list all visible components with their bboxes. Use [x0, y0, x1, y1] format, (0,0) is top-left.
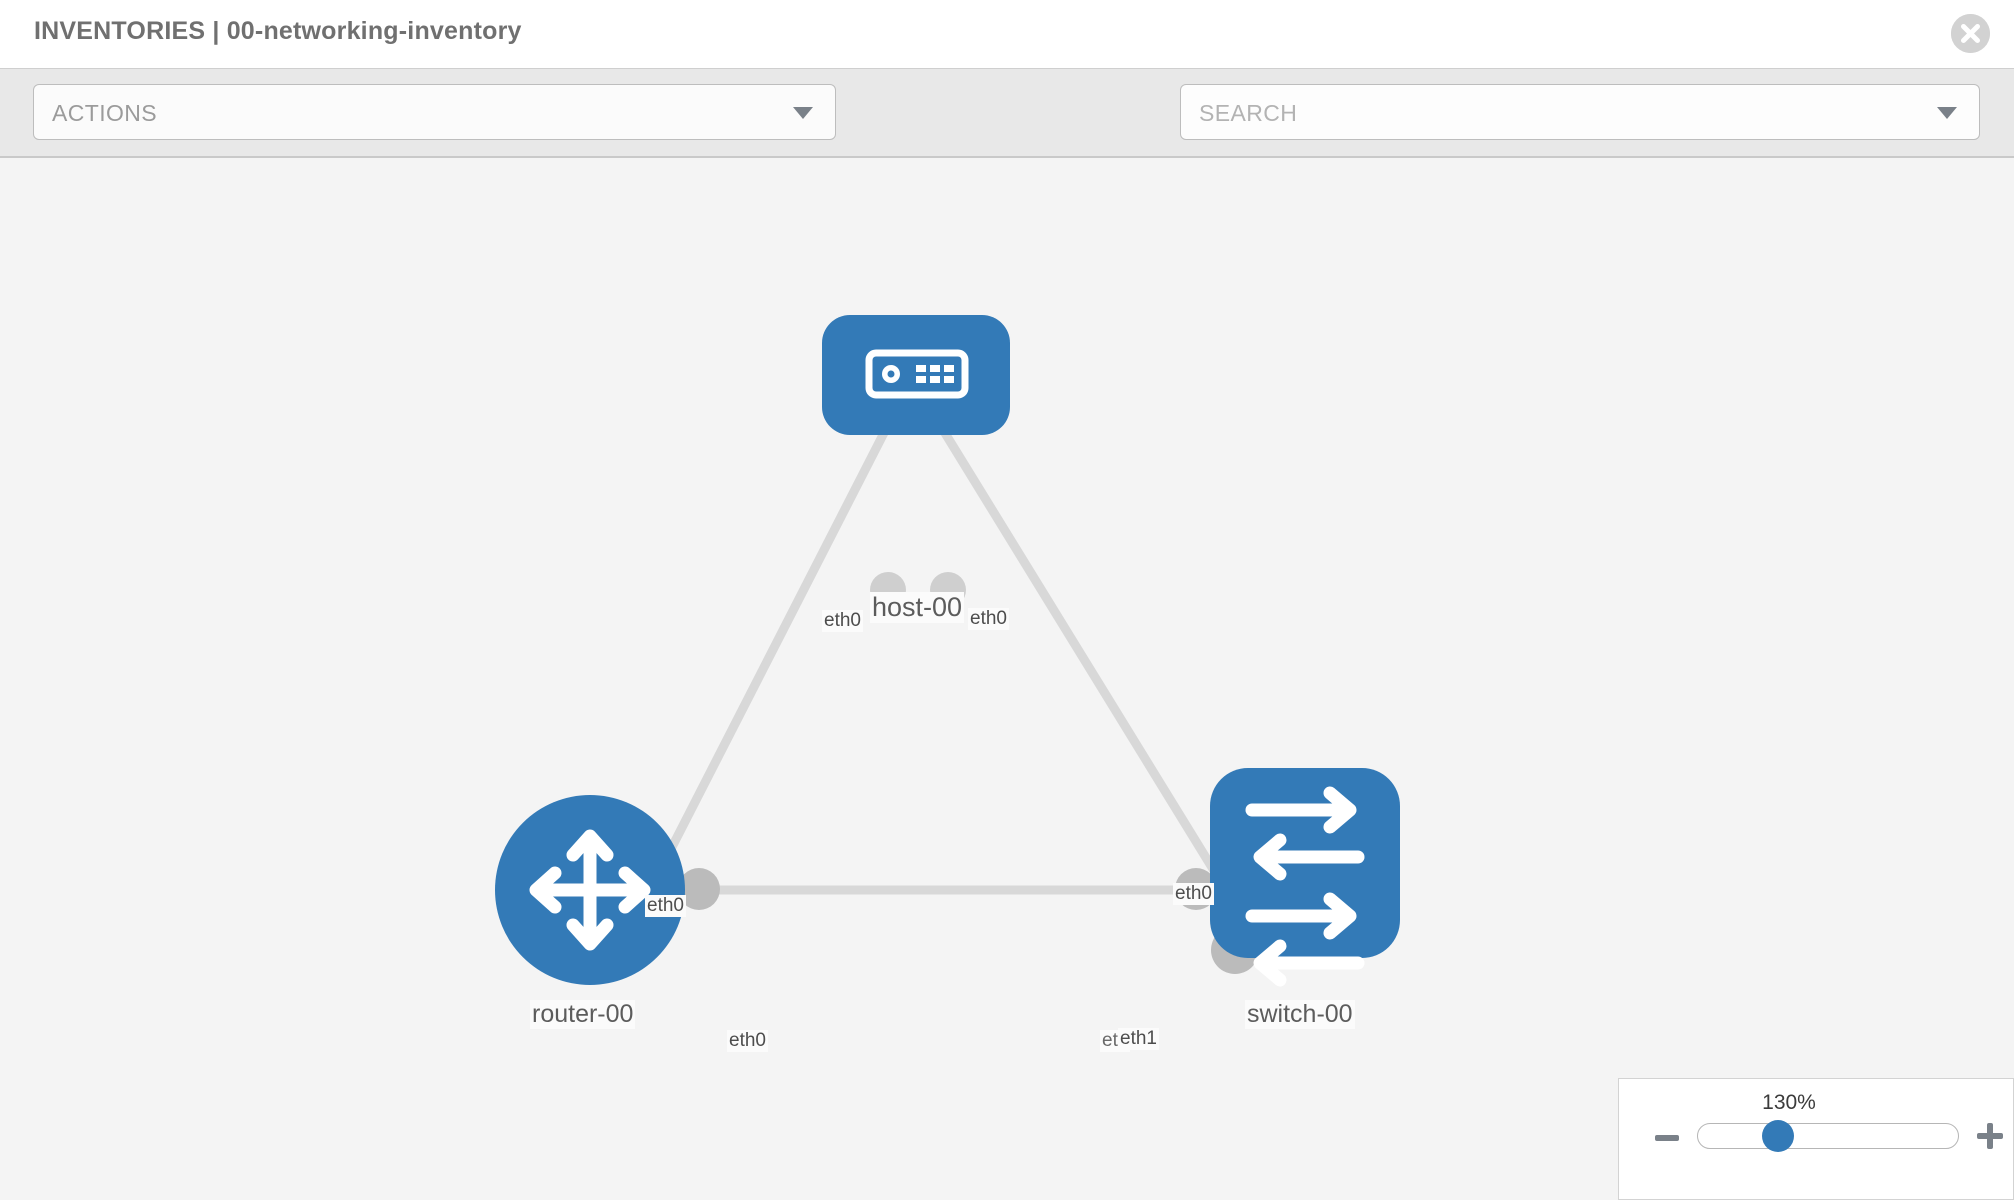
zoom-control-panel: 130% — [1618, 1078, 2014, 1200]
iface-label-switch-up: eth0 — [1173, 883, 1214, 905]
node-switch-00 — [1210, 768, 1400, 987]
zoom-out-button[interactable] — [1655, 1135, 1679, 1141]
zoom-slider-handle[interactable] — [1762, 1120, 1794, 1152]
link-host-switch — [936, 422, 1236, 903]
page-title: INVENTORIES | 00-networking-inventory — [34, 17, 522, 45]
topology-canvas[interactable]: host-00 router-00 switch-00 eth0 eth0 et… — [0, 160, 2014, 1200]
iface-label-router-right: eth0 — [727, 1030, 768, 1052]
chevron-down-icon — [793, 107, 813, 119]
node-label-host-00: host-00 — [870, 592, 965, 623]
toolbar: ACTIONS SEARCH — [0, 68, 2014, 200]
zoom-level-label: 130% — [1762, 1091, 1816, 1114]
close-icon[interactable] — [1951, 14, 1990, 53]
interface-nubs — [678, 572, 1259, 974]
actions-dropdown-label: ACTIONS — [52, 100, 158, 126]
zoom-slider[interactable] — [1697, 1123, 1959, 1149]
chevron-down-icon[interactable] — [1937, 107, 1957, 119]
page-header: INVENTORIES | 00-networking-inventory — [0, 0, 2014, 68]
iface-label-host-left: eth0 — [822, 610, 863, 632]
node-router-00 — [495, 795, 685, 985]
iface-label-switch-left: eth1 — [1118, 1028, 1159, 1050]
nub-router-right — [678, 868, 720, 910]
link-host-router — [645, 422, 893, 893]
node-host-00 — [822, 315, 1010, 435]
node-label-switch-00: switch-00 — [1245, 1000, 1355, 1029]
search-input[interactable]: SEARCH — [1180, 84, 1980, 140]
zoom-in-button[interactable] — [1977, 1123, 2003, 1149]
node-label-router-00: router-00 — [530, 1000, 636, 1029]
search-placeholder: SEARCH — [1199, 100, 1298, 126]
iface-label-host-right: eth0 — [968, 608, 1009, 630]
actions-dropdown[interactable]: ACTIONS — [33, 84, 836, 140]
iface-label-router-up: eth0 — [645, 895, 686, 917]
topology-links — [645, 422, 1236, 903]
